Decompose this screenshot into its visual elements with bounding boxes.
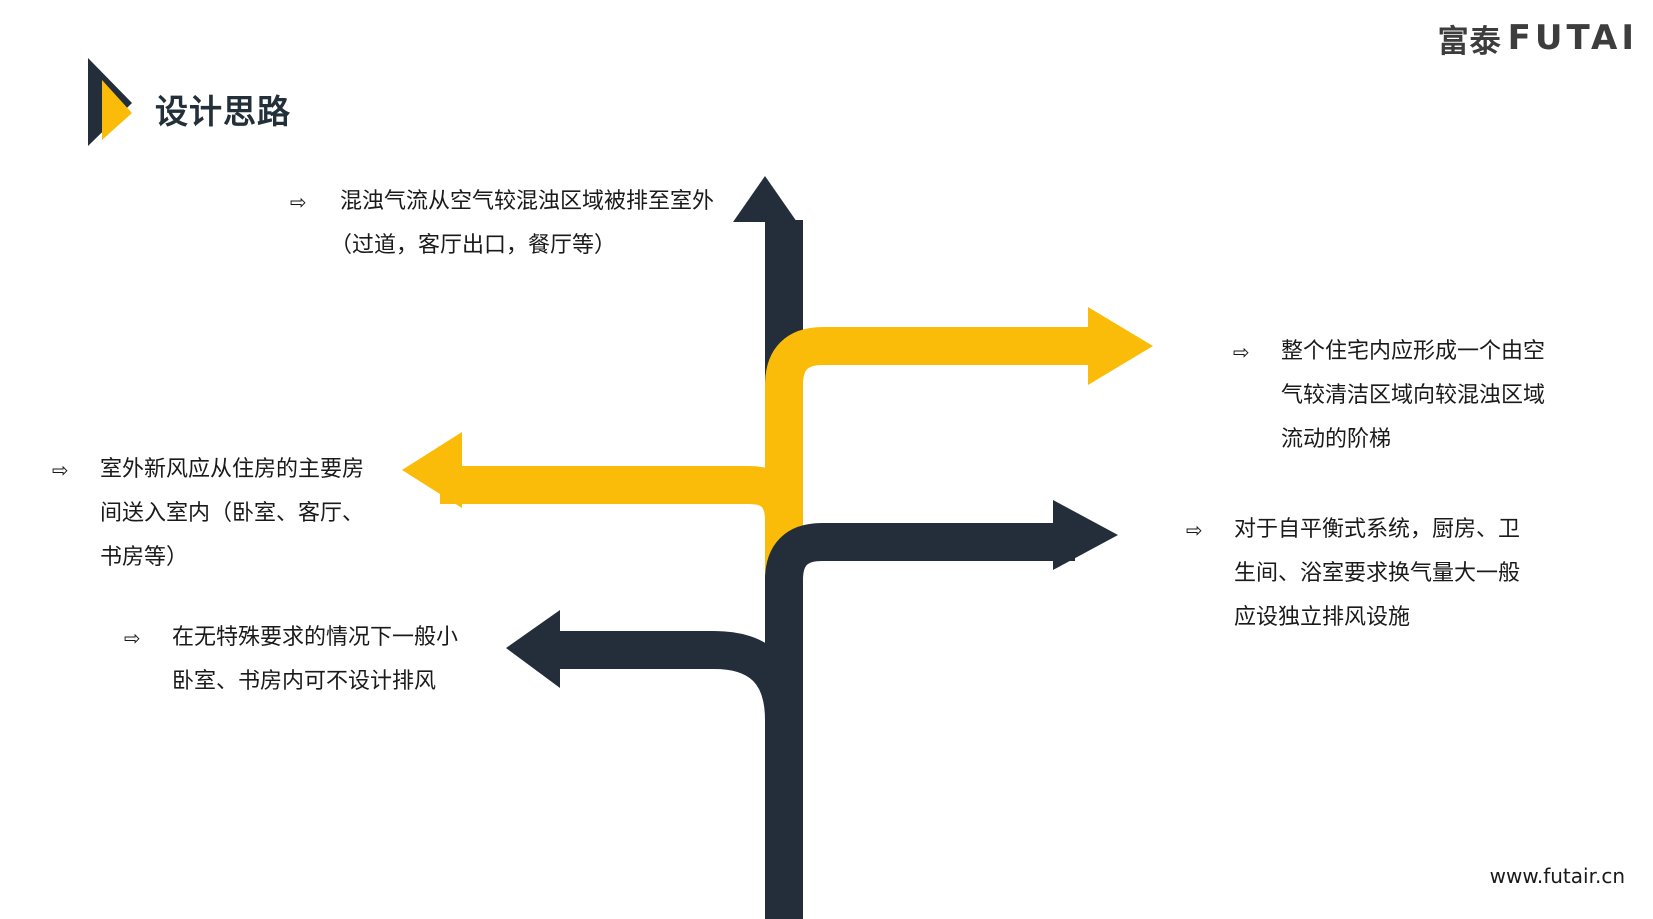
note-self-balancing-system: ⇨ 对于自平衡式系统，厨房、卫 生间、浴室要求换气量大一般 应设独立排风设施 bbox=[1186, 508, 1566, 640]
note-airflow-gradient: ⇨ 整个住宅内应形成一个由空 气较清洁区域向较混浊区域 流动的阶梯 bbox=[1233, 330, 1593, 462]
arrow-up-head bbox=[733, 176, 797, 222]
note-line: 流动的阶梯 bbox=[1281, 427, 1392, 452]
note-line: 间送入室内（卧室、客厅、 bbox=[100, 501, 365, 526]
note-line: 书房等） bbox=[100, 545, 189, 570]
website-link[interactable]: www.futair.cn bbox=[1489, 864, 1625, 888]
brand-logo: 富泰 FUTAI bbox=[1438, 14, 1638, 62]
note-line: 气较清洁区域向较混浊区域 bbox=[1281, 383, 1546, 408]
brand-name-en: FUTAI bbox=[1507, 18, 1638, 58]
arrow-right-lower-head bbox=[1053, 500, 1118, 570]
right-arrow-outline-icon: ⇨ bbox=[1233, 340, 1250, 364]
arrow-left-dark bbox=[545, 631, 803, 919]
right-arrow-outline-icon: ⇨ bbox=[290, 190, 307, 214]
note-line: （过道，客厅出口，餐厅等） bbox=[330, 233, 617, 258]
arrow-left-yellow bbox=[440, 466, 803, 575]
note-line: 卧室、书房内可不设计排风 bbox=[172, 669, 437, 694]
note-line: 混浊气流从空气较混浊区域被排至室外 bbox=[340, 189, 715, 214]
right-arrow-outline-icon: ⇨ bbox=[1186, 518, 1203, 542]
note-fresh-air-supply: ⇨ 室外新风应从住房的主要房 间送入室内（卧室、客厅、 书房等） bbox=[52, 448, 392, 580]
note-small-rooms-exhaust: ⇨ 在无特殊要求的情况下一般小 卧室、书房内可不设计排风 bbox=[124, 616, 504, 704]
right-arrow-outline-icon: ⇨ bbox=[124, 626, 141, 650]
arrow-left-dark-head bbox=[506, 610, 560, 688]
brand-name-cn: 富泰 bbox=[1437, 23, 1502, 60]
note-exhaust-route: ⇨ 混浊气流从空气较混浊区域被排至室外 （过道，客厅出口，餐厅等） bbox=[290, 180, 750, 268]
note-line: 生间、浴室要求换气量大一般 bbox=[1234, 561, 1521, 586]
note-line: 在无特殊要求的情况下一般小 bbox=[172, 625, 459, 650]
arrow-right-upper-head bbox=[1088, 307, 1153, 385]
note-line: 室外新风应从住房的主要房 bbox=[100, 457, 365, 482]
chevron-logo-icon bbox=[88, 58, 132, 146]
arrow-left-yellow-head bbox=[402, 432, 462, 508]
page-title: 设计思路 bbox=[155, 92, 291, 131]
arrow-right-upper bbox=[765, 327, 1110, 560]
note-line: 对于自平衡式系统，厨房、卫 bbox=[1234, 517, 1521, 542]
note-line: 整个住宅内应形成一个由空 bbox=[1281, 339, 1546, 364]
arrow-right-lower bbox=[765, 523, 1075, 919]
note-line: 应设独立排风设施 bbox=[1234, 605, 1411, 630]
right-arrow-outline-icon: ⇨ bbox=[52, 458, 69, 482]
